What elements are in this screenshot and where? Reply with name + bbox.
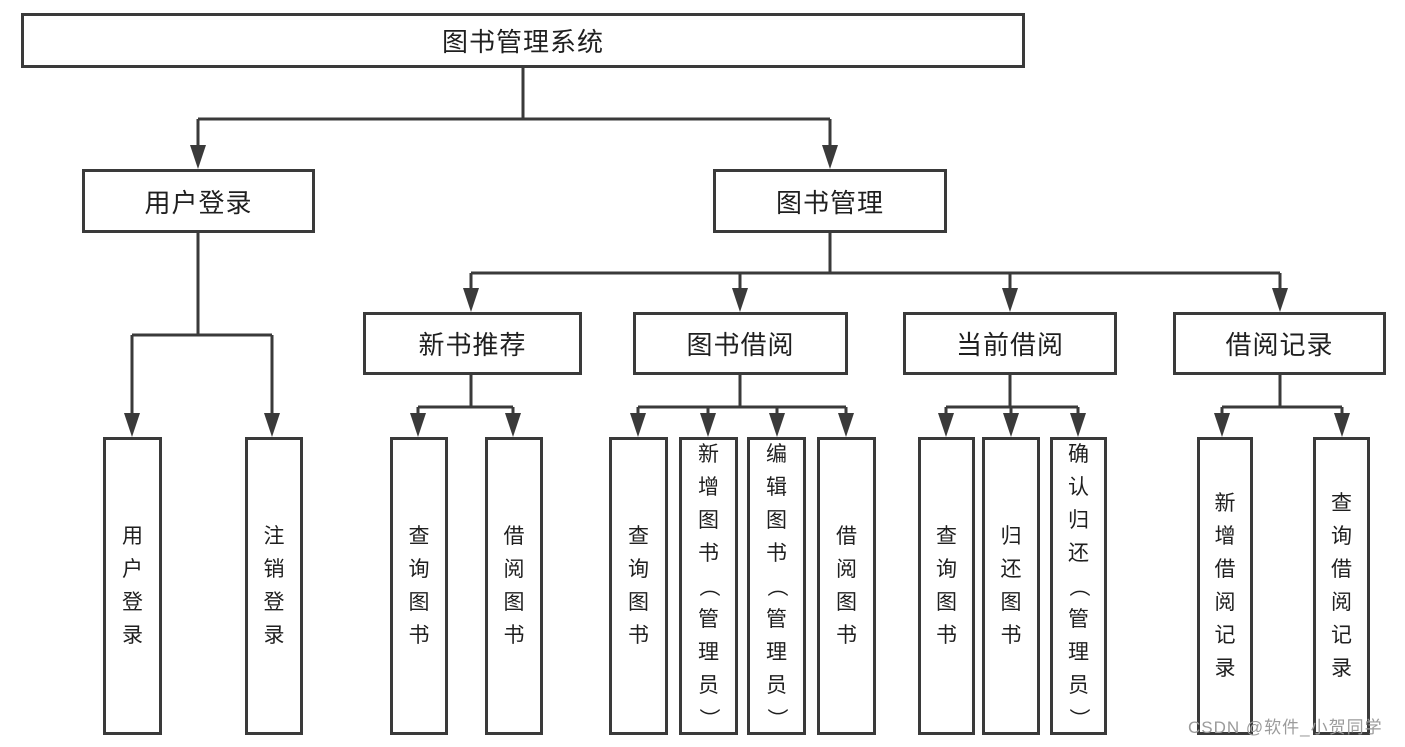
leaf-add-borrow-record: 新增借阅记录	[1197, 437, 1253, 735]
leaf-borrow-books-borrowing: 借阅图书	[817, 437, 876, 735]
node-book-management-branch: 图书管理	[713, 169, 947, 233]
node-borrowing-records: 借阅记录	[1173, 312, 1386, 375]
node-user-login-branch: 用户登录	[82, 169, 315, 233]
leaf-confirm-return-admin: 确认归还（管理员）	[1050, 437, 1107, 735]
node-current-borrowing: 当前借阅	[903, 312, 1117, 375]
leaf-logout: 注销登录	[245, 437, 303, 735]
leaf-query-books-borrowing: 查询图书	[609, 437, 668, 735]
leaf-user-login: 用户登录	[103, 437, 162, 735]
leaf-borrow-books-recommend: 借阅图书	[485, 437, 543, 735]
node-root-system: 图书管理系统	[21, 13, 1025, 68]
leaf-query-borrow-record: 查询借阅记录	[1313, 437, 1370, 735]
leaf-edit-book-admin: 编辑图书（管理员）	[747, 437, 806, 735]
leaf-query-books-current: 查询图书	[918, 437, 975, 735]
leaf-add-book-admin: 新增图书（管理员）	[679, 437, 738, 735]
csdn-watermark: CSDN @软件_小贺同学	[1188, 718, 1383, 737]
leaf-return-book: 归还图书	[982, 437, 1040, 735]
node-book-borrowing: 图书借阅	[633, 312, 848, 375]
node-new-book-recommend: 新书推荐	[363, 312, 582, 375]
leaf-query-books-recommend: 查询图书	[390, 437, 448, 735]
